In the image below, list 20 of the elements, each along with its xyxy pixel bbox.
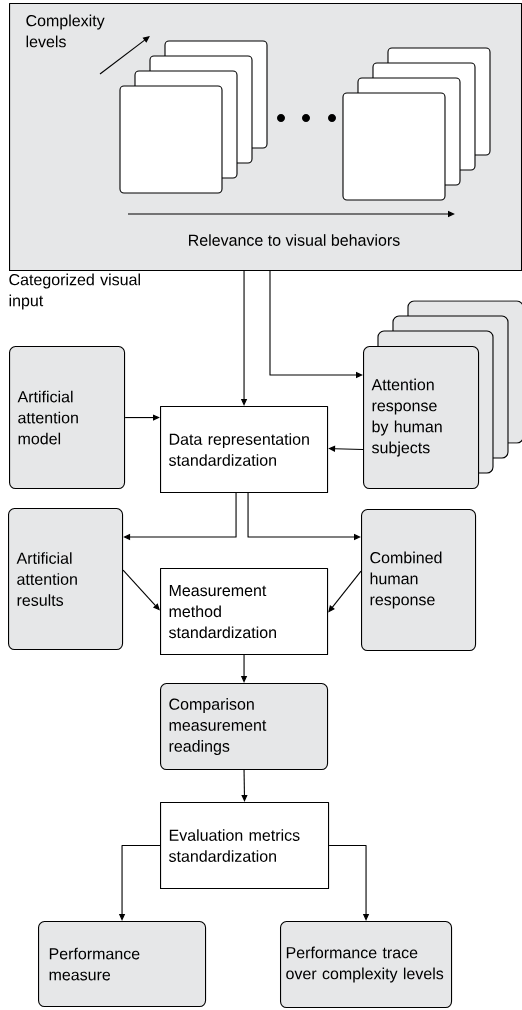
rounded-box: Performance trace over complexity levels — [280, 921, 453, 1009]
node-label: subjects — [371, 441, 430, 457]
stacked-box: Attention response by human subjects — [363, 300, 522, 490]
process-box: Evaluation metrics standardization — [160, 802, 330, 890]
arrow — [123, 492, 237, 541]
panel-heading: Categorized visual input — [9, 273, 140, 310]
arrow — [328, 445, 364, 452]
process-box: Measurement method standardization — [160, 568, 329, 656]
rounded-box: Combined human response — [361, 509, 477, 652]
axis-label: Relevance to visual behaviors — [189, 234, 400, 246]
rounded-box: Performance measure — [38, 921, 207, 1008]
rounded-box: Artificial attention results — [8, 508, 124, 651]
arrow — [328, 845, 370, 921]
rounded-box: Comparison measurement readings — [160, 683, 329, 771]
rounded-box: Artificial attention model — [9, 346, 126, 490]
axis-label: Complexity levels — [26, 14, 105, 48]
process-box: Data representation standardization — [160, 406, 329, 494]
arrow — [241, 769, 248, 802]
arrow — [122, 569, 160, 611]
arrow — [124, 414, 160, 421]
